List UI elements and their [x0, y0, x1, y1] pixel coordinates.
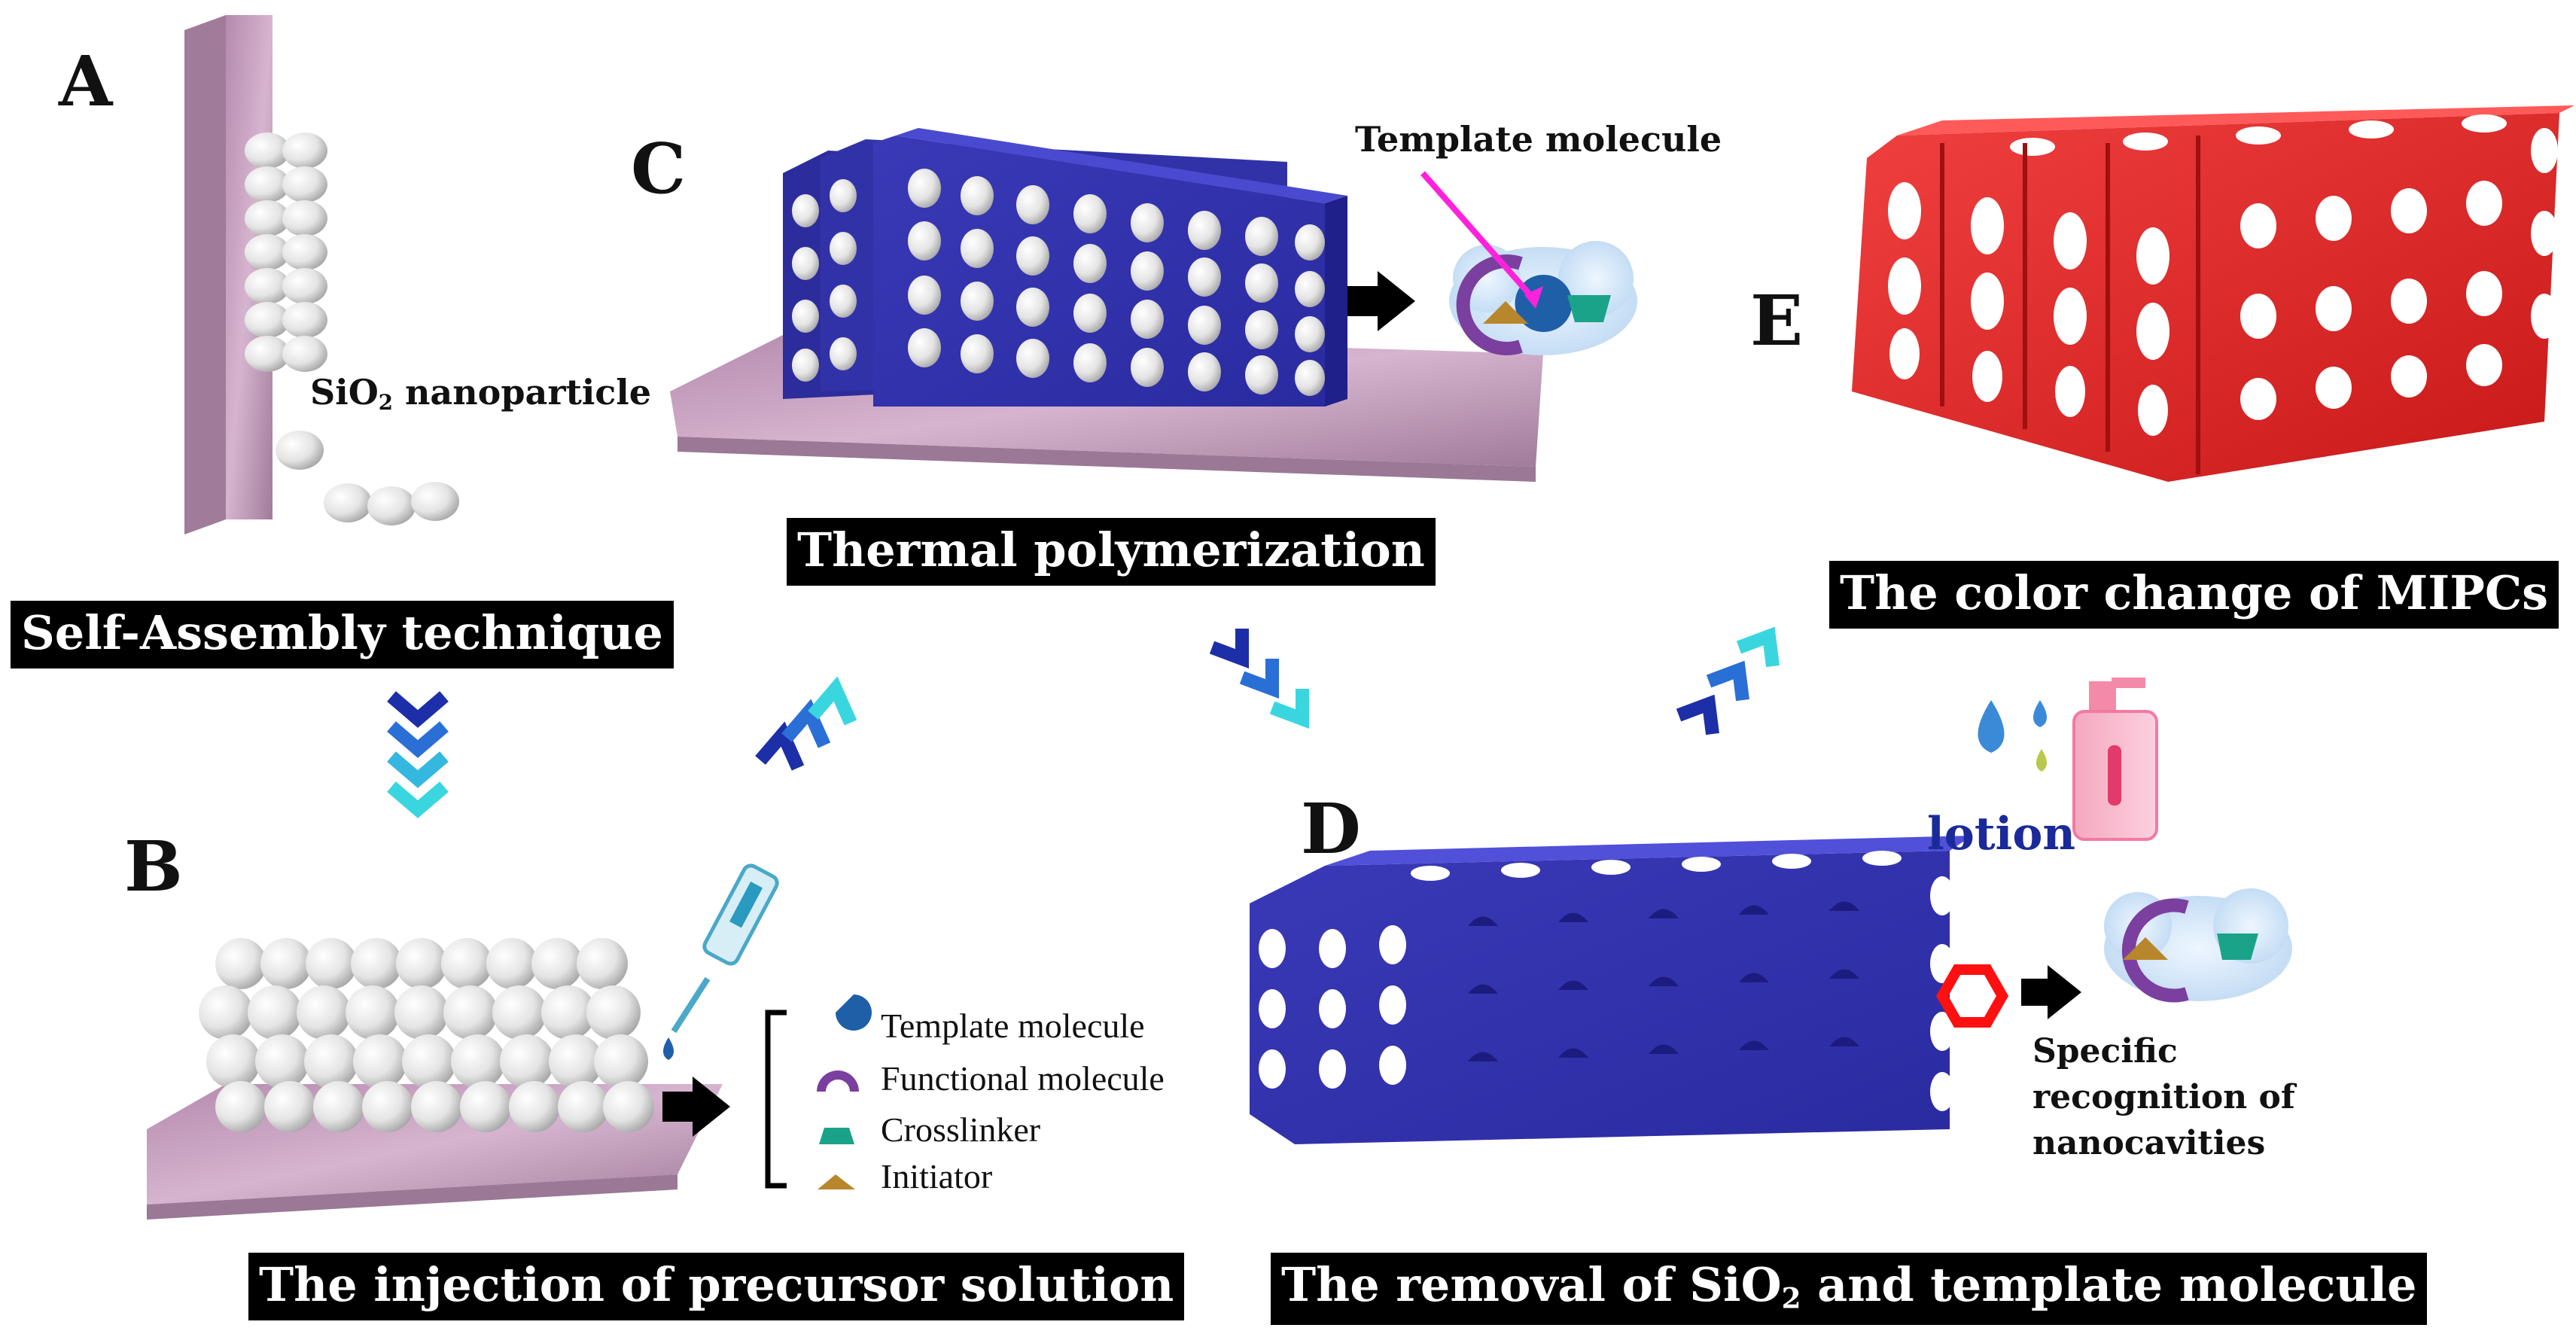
arrow-d-icon — [2021, 965, 2081, 1019]
legend-icons — [817, 994, 872, 1189]
template-cloud-d — [2104, 888, 2292, 1003]
recognition-line-2: recognition of — [2032, 1078, 2295, 1116]
banner-injection: The injection of precursor solution — [248, 1253, 1185, 1320]
lotion-illustration — [1978, 678, 2158, 841]
sphere-block — [199, 938, 654, 1132]
panel-b-illustration — [147, 863, 787, 1220]
hexagon-icon — [1935, 964, 2009, 1028]
template-cloud-c — [1420, 171, 1637, 355]
pipette-icon — [663, 863, 779, 1060]
panel-label-a: A — [59, 41, 113, 122]
panel-d-illustration — [1250, 836, 1972, 1144]
template-molecule-icon — [836, 994, 872, 1031]
legend-item-template: Template molecule — [881, 1007, 1145, 1045]
arrow-c-icon — [1347, 271, 1415, 331]
chevrons-b-to-c — [755, 676, 857, 771]
template-molecule-label: Template molecule — [1355, 119, 1722, 160]
recognition-line-3: nanocavities — [2032, 1124, 2266, 1162]
banner-thermal-polymerization: Thermal polymerization — [787, 518, 1436, 586]
legend-item-initiator: Initiator — [881, 1157, 993, 1195]
chevrons-a-to-b — [387, 691, 449, 818]
sio2-sphere-column — [245, 132, 459, 525]
banner-self-assembly: Self-Assembly technique — [11, 601, 674, 668]
chevrons-d-to-e — [1676, 626, 1780, 736]
panel-c-illustration — [670, 128, 1543, 482]
panel-label-b: B — [124, 826, 183, 907]
panel-a-illustration — [184, 15, 459, 534]
lotion-label: lotion — [1927, 808, 2075, 860]
initiator-icon — [818, 1174, 855, 1189]
arrow-b-icon — [662, 1077, 730, 1137]
embedded-spheres — [792, 169, 1325, 396]
crosslinker-icon — [819, 1128, 854, 1144]
panel-e-illustration — [1852, 105, 2574, 482]
panel-label-d: D — [1301, 788, 1361, 870]
chevrons-c-to-d — [1209, 629, 1309, 729]
banner-removal: The removal of SiO2 and template molecul… — [1271, 1253, 2428, 1325]
legend-item-crosslinker: Crosslinker — [881, 1110, 1041, 1149]
sio2-nanoparticle-label: SiO2 nanoparticle — [310, 372, 652, 415]
legend-item-functional: Functional molecule — [881, 1059, 1165, 1098]
functional-molecule-icon — [817, 1071, 859, 1092]
panel-label-c: C — [631, 128, 687, 209]
banner-color-change: The color change of MIPCs — [1829, 561, 2559, 629]
panel-label-e: E — [1750, 280, 1804, 361]
recognition-line-1: Specific — [2032, 1032, 2178, 1071]
